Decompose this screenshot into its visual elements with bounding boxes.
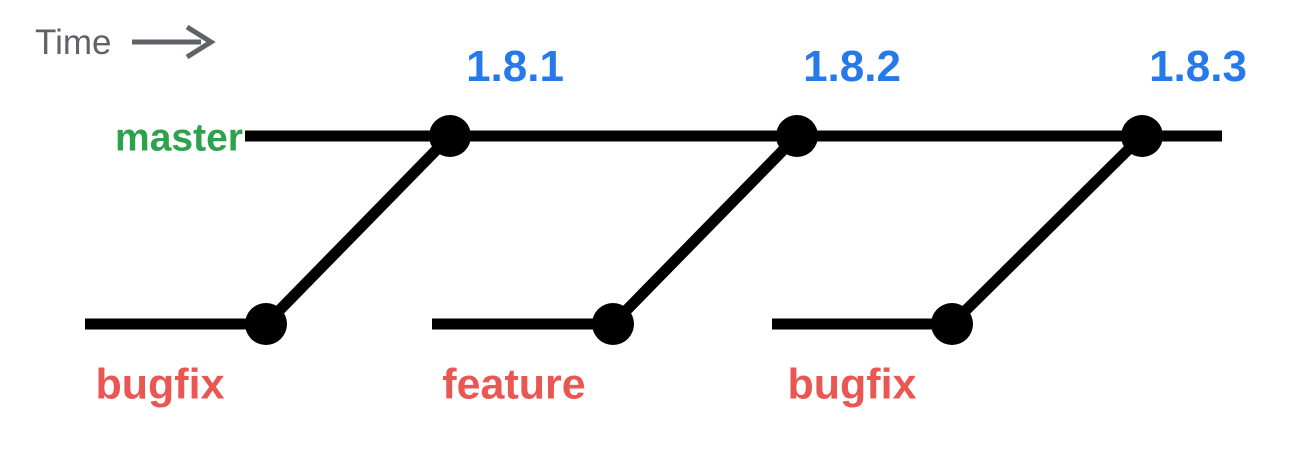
- commit-dot-release-1-8-3: [1121, 115, 1163, 157]
- commit-dot-release-1-8-1: [429, 115, 471, 157]
- merge-line-1: [262, 132, 454, 328]
- merge-line-2: [609, 132, 801, 328]
- commit-dot-bugfix-2: [931, 303, 973, 345]
- feature-branch-label: feature: [442, 360, 586, 409]
- time-axis-label: Time: [35, 23, 112, 62]
- merge-line-3: [948, 132, 1146, 328]
- bugfix-branch-label-2: bugfix: [787, 360, 917, 409]
- time-arrow-icon: [132, 24, 216, 60]
- release-tag-1-8-1: 1.8.1: [466, 42, 564, 91]
- master-branch-label: master: [115, 116, 243, 160]
- release-tag-1-8-2: 1.8.2: [803, 42, 901, 91]
- commit-dot-release-1-8-2: [776, 115, 818, 157]
- release-tag-1-8-3: 1.8.3: [1149, 42, 1247, 91]
- time-arrow-head: [185, 24, 216, 60]
- commit-dot-feature: [592, 303, 634, 345]
- bugfix-branch-label-1: bugfix: [95, 360, 225, 409]
- commit-dot-bugfix-1: [245, 303, 287, 345]
